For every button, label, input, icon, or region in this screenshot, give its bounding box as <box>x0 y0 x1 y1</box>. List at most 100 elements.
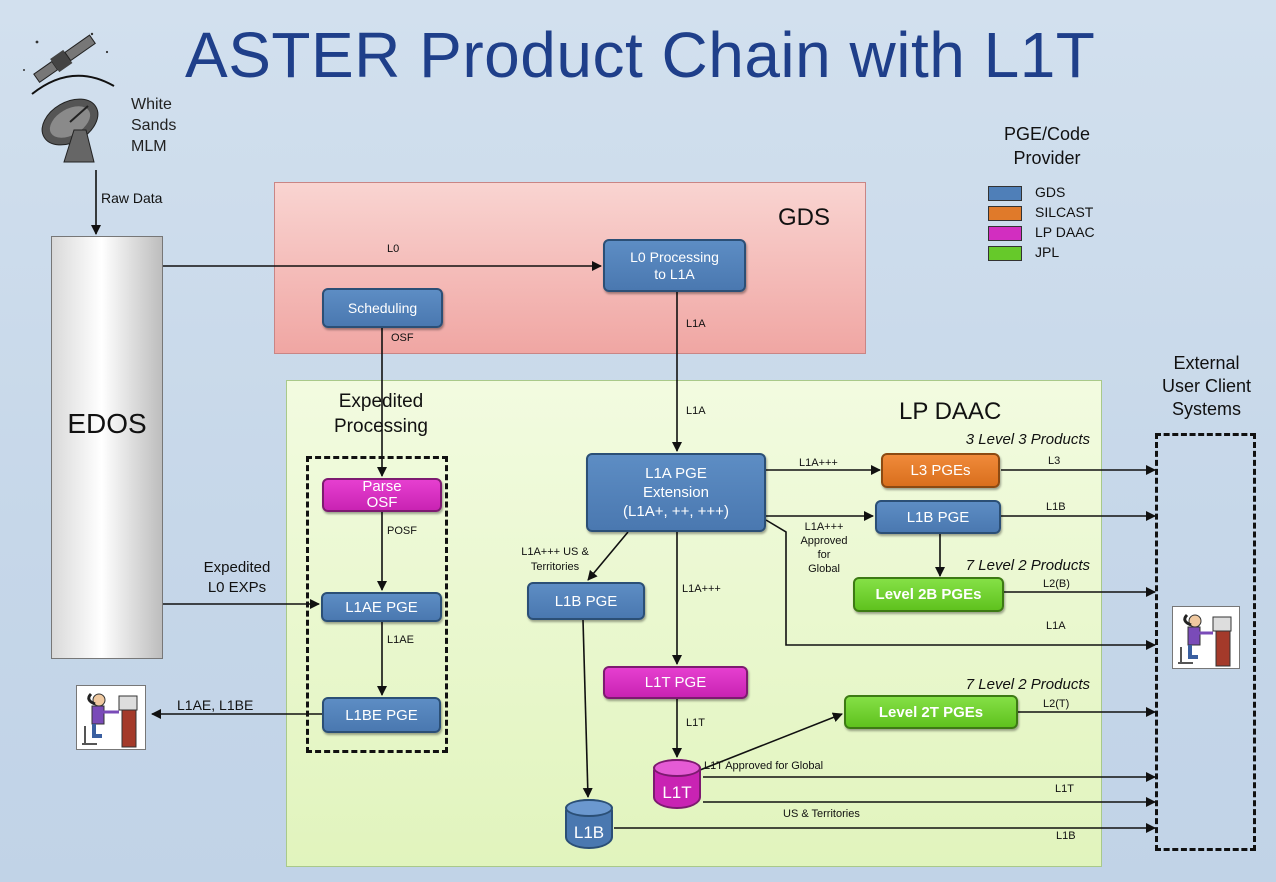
l1a3-to-l1t-label: L1A+++ <box>682 583 721 595</box>
l1a3-approved-line: Approved <box>800 535 848 547</box>
l3-products-caption: 3 Level 3 Products <box>965 431 1090 448</box>
l0-processing-box: L0 Processing to L1A <box>603 239 746 292</box>
l1a-pge-line: (L1A+, ++, +++) <box>623 503 729 520</box>
satellite-dish-icon <box>23 32 115 163</box>
l3-pges-label: L3 PGEs <box>910 462 971 479</box>
l1b-database-icon: L1B <box>565 799 613 849</box>
edos-bar <box>51 236 163 659</box>
l1t-approved-label: L1T Approved for Global <box>704 760 824 772</box>
level-2b-pges-label: Level 2B PGEs <box>875 586 982 603</box>
l3-output-label: L3 <box>1048 455 1061 467</box>
l1a-pge-line: Extension <box>643 484 709 501</box>
legend-label: SILCAST <box>1035 204 1094 220</box>
legend-swatch <box>988 206 1022 221</box>
scheduling-label: Scheduling <box>347 299 418 316</box>
osf-label: OSF <box>391 332 414 344</box>
external-systems-title: External User Client Systems <box>1144 352 1269 421</box>
legend-title-line: PGE/Code <box>1003 124 1091 144</box>
lpdaac-l1a-label: L1A <box>686 405 706 417</box>
scheduling-box: Scheduling <box>322 288 443 328</box>
l1t-database-label: L1T <box>662 783 692 802</box>
external-title-line: User Client <box>1161 376 1252 396</box>
l1b-db-output-label: L1B <box>1056 830 1076 842</box>
level-2b-pges-box: Level 2B PGEs <box>853 577 1004 612</box>
l2t-products-caption: 7 Level 2 Products <box>965 676 1090 693</box>
gds-region-label: GDS <box>778 204 831 231</box>
expedited-input-line: L0 EXPs <box>207 579 267 596</box>
l1ae-pge-box: L1AE PGE <box>321 592 442 622</box>
user-at-computer-icon <box>1172 606 1240 669</box>
legend-swatch <box>988 226 1022 241</box>
ground-station-line: Sands <box>131 117 177 134</box>
legend-label: LP DAAC <box>1035 224 1095 240</box>
l1a3-approved-line: for <box>817 549 831 561</box>
external-systems-boundary <box>1155 433 1256 851</box>
legend-title-line: Provider <box>1013 148 1081 168</box>
posf-label: POSF <box>387 525 417 537</box>
l1be-pge-label: L1BE PGE <box>345 706 418 724</box>
l1t-output-label: L1T <box>1055 783 1074 795</box>
ground-station-line: MLM <box>131 138 167 155</box>
level-2t-pges-label: Level 2T PGEs <box>878 703 984 721</box>
legend-label: GDS <box>1035 184 1066 200</box>
parse-osf-box: Parse OSF <box>322 478 442 512</box>
l1a-pge-line: L1A PGE <box>645 465 707 482</box>
l1b-pge-right-box: L1B PGE <box>875 500 1001 534</box>
l1t-label: L1T <box>686 717 705 729</box>
edos-label: EDOS <box>67 408 147 439</box>
parse-osf-line: OSF <box>366 494 398 511</box>
l1a-pge-extension-box: L1A PGE Extension (L1A+, ++, +++) <box>586 453 766 532</box>
l1ae-label: L1AE <box>387 634 414 646</box>
l1t-pge-label: L1T PGE <box>644 674 707 691</box>
us-territories-line: L1A+++ US & <box>521 546 589 558</box>
legend-label: JPL <box>1035 244 1060 260</box>
us-territories-label: US & Territories <box>783 808 860 820</box>
l2b-products-caption: 7 Level 2 Products <box>965 557 1090 574</box>
l1t-database-icon: L1T <box>653 759 701 809</box>
level-2t-pges-box: Level 2T PGEs <box>844 695 1018 729</box>
gds-l1a-label: L1A <box>686 318 706 330</box>
l0-processing-line: L0 Processing <box>630 248 719 265</box>
lp-daac-region-label: LP DAAC <box>899 398 1002 425</box>
l1a3-approved-line: L1A+++ <box>804 521 844 533</box>
l1b-left-input-arrow <box>587 531 629 581</box>
expedited-processing-boundary <box>306 456 448 753</box>
l1ae-pge-label: L1AE PGE <box>345 598 418 616</box>
l1t-to-level2t-arrow <box>699 712 843 771</box>
l1be-pge-box: L1BE PGE <box>322 697 441 733</box>
l1b-pge-right-label: L1B PGE <box>906 508 970 526</box>
parse-osf-line: Parse <box>362 478 402 495</box>
l1a3-to-l3-label: L1A+++ <box>799 457 838 469</box>
external-title-line: External <box>1173 353 1240 373</box>
l0-label: L0 <box>387 243 400 255</box>
l1b-database-label: L1B <box>573 823 605 842</box>
expedited-input-label: Expedited L0 EXPs <box>192 558 282 598</box>
us-territories-input-label: L1A+++ US & Territories <box>510 545 600 575</box>
l2b-output-label: L2(B) <box>1043 578 1070 590</box>
legend-title: PGE/Code Provider <box>972 122 1122 170</box>
ground-station-line: White <box>131 96 172 113</box>
l0-processing-line: to L1A <box>654 265 695 282</box>
external-title-line: Systems <box>1171 399 1241 419</box>
l1a-direct-output-arrow <box>765 519 1156 650</box>
l1b-pge-left-box: L1B PGE <box>527 582 645 620</box>
expedited-output-label: L1AE, L1BE <box>177 697 254 713</box>
legend-swatch <box>988 246 1022 261</box>
l1a3-approved-label: L1A+++ Approved for Global <box>792 520 856 576</box>
legend-swatch <box>988 186 1022 201</box>
l1b-output-label: L1B <box>1046 501 1066 513</box>
page-title: ASTER Product Chain with L1T <box>185 19 1096 91</box>
expedited-title-line: Processing <box>334 416 428 437</box>
raw-data-label: Raw Data <box>101 190 163 206</box>
ground-station-label: White Sands MLM <box>131 94 176 157</box>
expedited-user-at-computer-icon <box>76 685 146 750</box>
l1b-pge-left-label: L1B PGE <box>554 592 618 610</box>
l1a3-approved-line: Global <box>808 563 840 575</box>
l1b-db-arrow <box>582 619 593 798</box>
l3-pges-box: L3 PGEs <box>881 453 1000 488</box>
us-territories-line: Territories <box>530 561 580 573</box>
l2t-output-label: L2(T) <box>1043 698 1070 710</box>
expedited-processing-title: Expedited Processing <box>306 389 456 439</box>
